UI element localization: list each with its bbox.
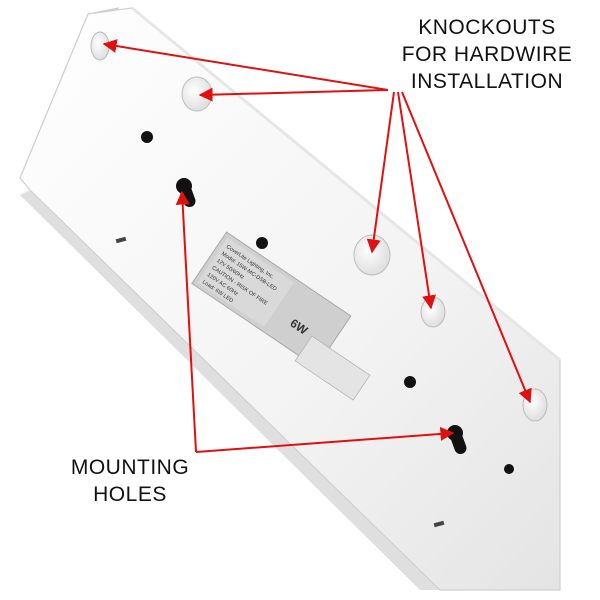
screw-hole: [141, 131, 153, 143]
mounting-arrows: [175, 190, 455, 453]
screw-hole: [256, 237, 268, 249]
arrow: [366, 91, 395, 254]
callout-line: INSTALLATION: [410, 70, 564, 93]
callout-line: HOLES: [93, 483, 167, 506]
knockout-hole: [90, 31, 110, 61]
arrow: [397, 91, 437, 310]
screw-hole: [404, 376, 416, 388]
label-plate: [191, 231, 352, 369]
callout-line: FOR HARDWIRE: [401, 43, 573, 66]
arrow: [102, 39, 389, 91]
arrow: [198, 87, 389, 102]
edge-slots: [115, 236, 445, 528]
arrow: [175, 190, 197, 453]
arrow: [401, 91, 532, 404]
knockouts-callout: KNOCKOUTS FOR HARDWIRE INSTALLATION: [382, 14, 592, 95]
knockout-hole: [353, 234, 391, 276]
knockout-arrows: [102, 39, 532, 404]
callout-line: MOUNTING: [70, 456, 190, 479]
compliance-label: [294, 335, 371, 401]
screw-holes: [141, 131, 514, 474]
knockout-hole: [420, 296, 446, 328]
screw-hole: [504, 464, 514, 474]
arrow: [195, 426, 455, 453]
callout-line: KNOCKOUTS: [418, 16, 556, 39]
mounting-holes-callout: MOUNTING HOLES: [40, 454, 220, 508]
